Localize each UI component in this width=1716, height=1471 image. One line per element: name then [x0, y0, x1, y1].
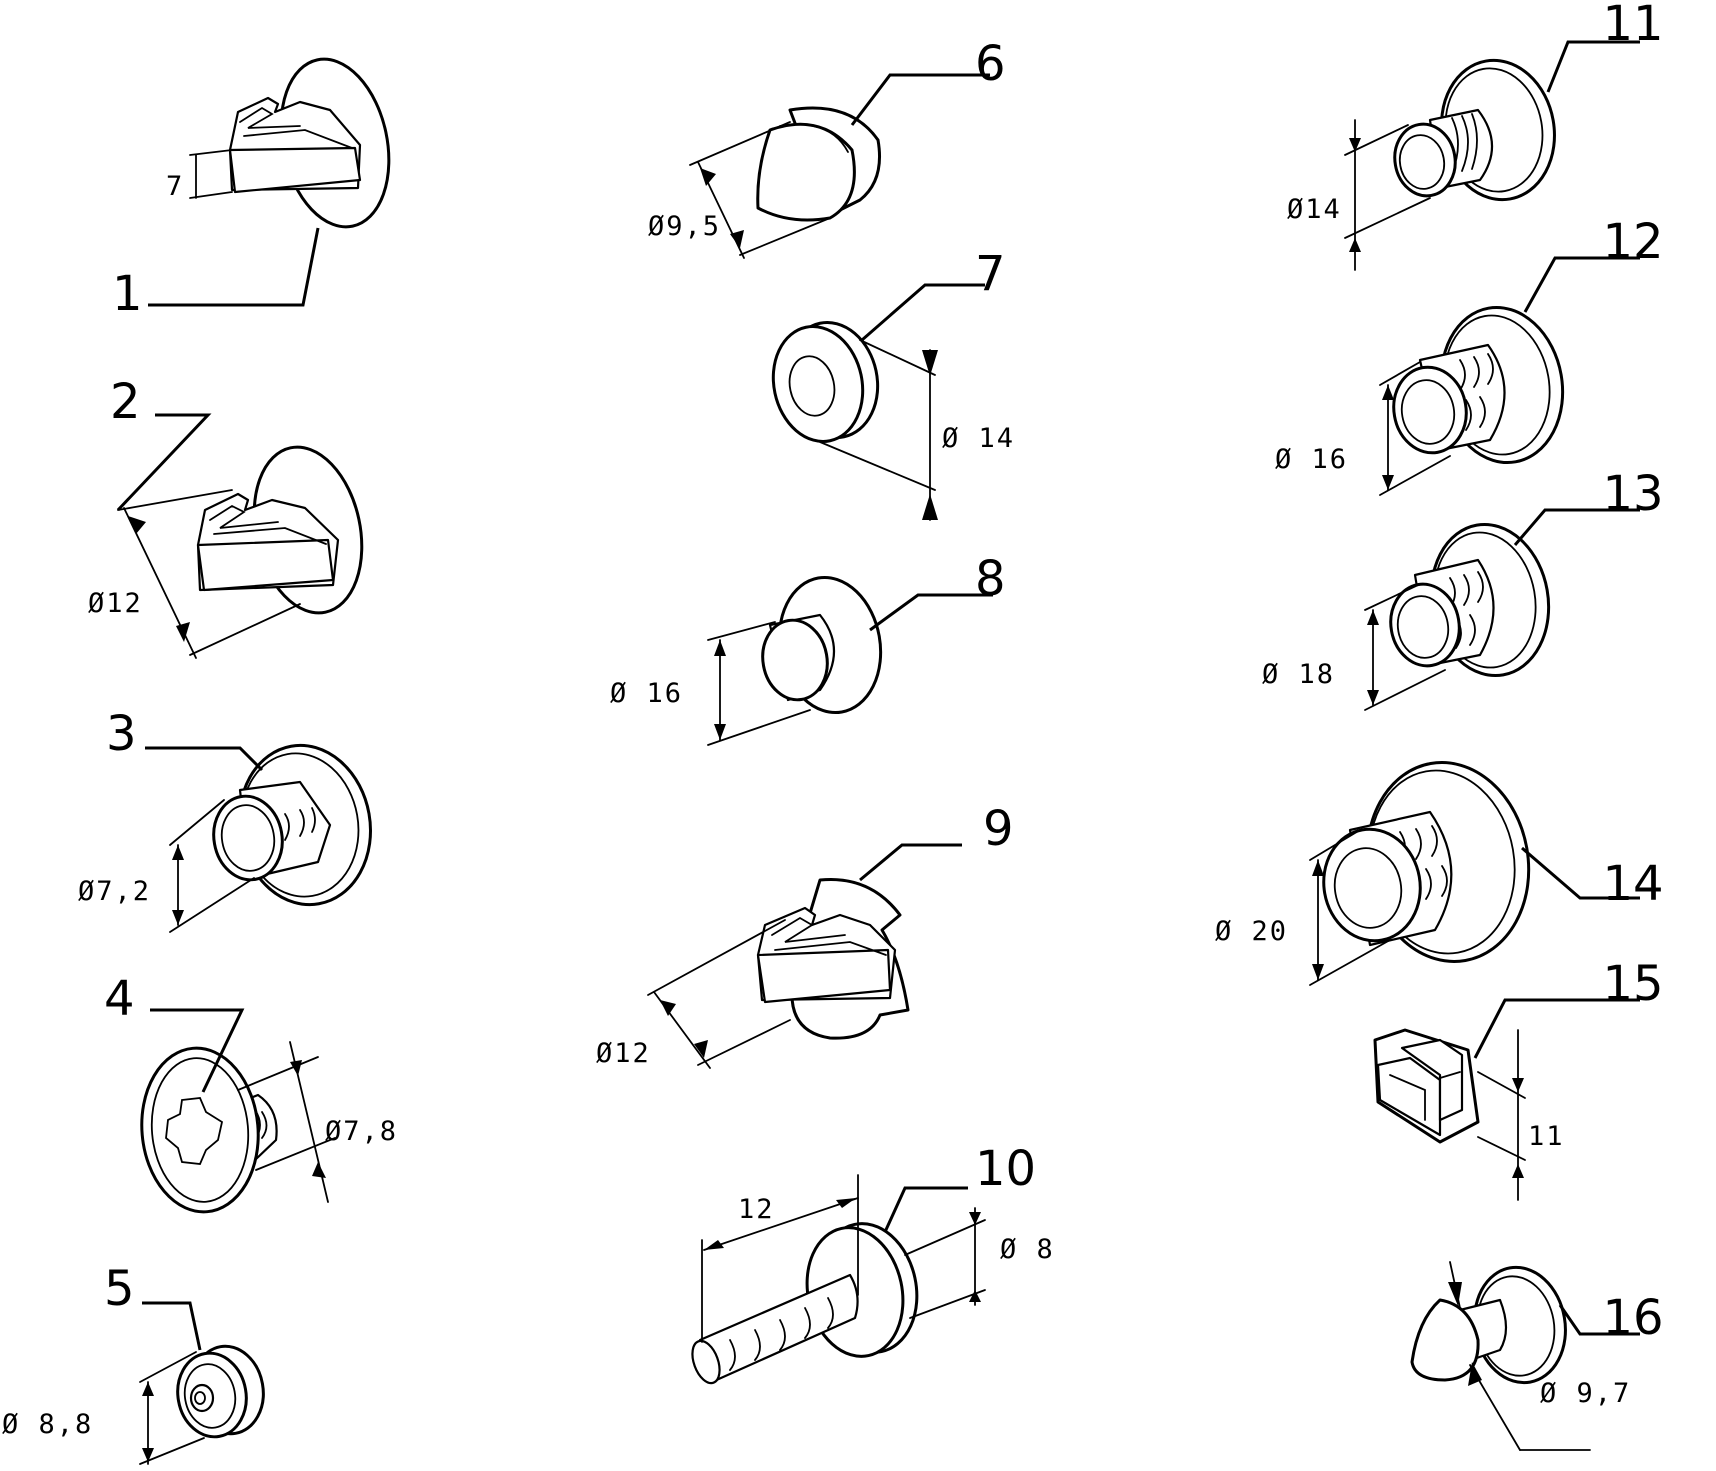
part-1: 1 7: [112, 57, 391, 322]
part-13: 13 Ø 18: [1262, 466, 1664, 711]
part-3-dimension: Ø7,2: [78, 876, 151, 907]
part-11-number: 11: [1602, 0, 1663, 52]
part-10-dimension: Ø 8: [1000, 1234, 1055, 1265]
part-3: 3 Ø7,2: [78, 706, 373, 933]
part-8-number: 8: [975, 551, 1006, 607]
part-1-number: 1: [112, 266, 143, 322]
part-8-dimension: Ø 16: [610, 678, 683, 709]
part-8: 8 Ø 16: [610, 551, 1006, 746]
part-9-number: 9: [983, 801, 1014, 857]
part-16-number: 16: [1602, 1290, 1663, 1346]
part-9-dimension: Ø12: [596, 1038, 651, 1069]
part-2-number: 2: [110, 374, 141, 430]
part-3-number: 3: [106, 706, 137, 762]
part-14: 14 Ø 20: [1215, 761, 1664, 986]
part-5-number: 5: [104, 1261, 135, 1317]
part-12-dimension: Ø 16: [1275, 444, 1348, 475]
part-5-dimension: Ø 8,8: [2, 1409, 93, 1440]
part-12: 12 Ø 16: [1275, 214, 1664, 496]
part-10-number: 10: [975, 1141, 1036, 1197]
part-6-dimension: Ø9,5: [648, 211, 721, 242]
part-13-number: 13: [1602, 466, 1663, 522]
part-13-dimension: Ø 18: [1262, 659, 1335, 690]
part-11: 11 Ø14: [1287, 0, 1664, 271]
part-12-number: 12: [1602, 214, 1663, 270]
part-15-number: 15: [1602, 956, 1663, 1012]
part-2: 2 Ø12: [88, 374, 364, 659]
part-1-dimension: 7: [166, 171, 184, 202]
part-9: 9 Ø12: [596, 801, 1014, 1069]
part-16-dimension: Ø 9,7: [1540, 1378, 1631, 1409]
part-7: 7 Ø 14: [771, 246, 1015, 521]
part-14-dimension: Ø 20: [1215, 916, 1288, 947]
part-6-number: 6: [975, 36, 1006, 92]
part-14-number: 14: [1602, 856, 1663, 912]
part-7-number: 7: [975, 246, 1006, 302]
part-10-length-dimension: 12: [738, 1194, 775, 1225]
part-7-dimension: Ø 14: [942, 423, 1015, 454]
part-4-number: 4: [104, 971, 135, 1027]
part-6: 6 Ø9,5: [648, 36, 1006, 259]
part-10: 10 Ø 8 12: [691, 1141, 1055, 1385]
part-2-dimension: Ø12: [88, 588, 143, 619]
part-15-dimension: 11: [1528, 1121, 1565, 1152]
part-15: 15 11: [1373, 956, 1664, 1201]
part-16: 16 Ø 9,7: [1410, 1261, 1664, 1451]
part-11-dimension: Ø14: [1287, 194, 1342, 225]
part-4-dimension: Ø7,8: [325, 1116, 398, 1147]
part-4: 4 Ø7,8: [104, 971, 398, 1214]
part-5: 5 Ø 8,8: [2, 1261, 265, 1465]
